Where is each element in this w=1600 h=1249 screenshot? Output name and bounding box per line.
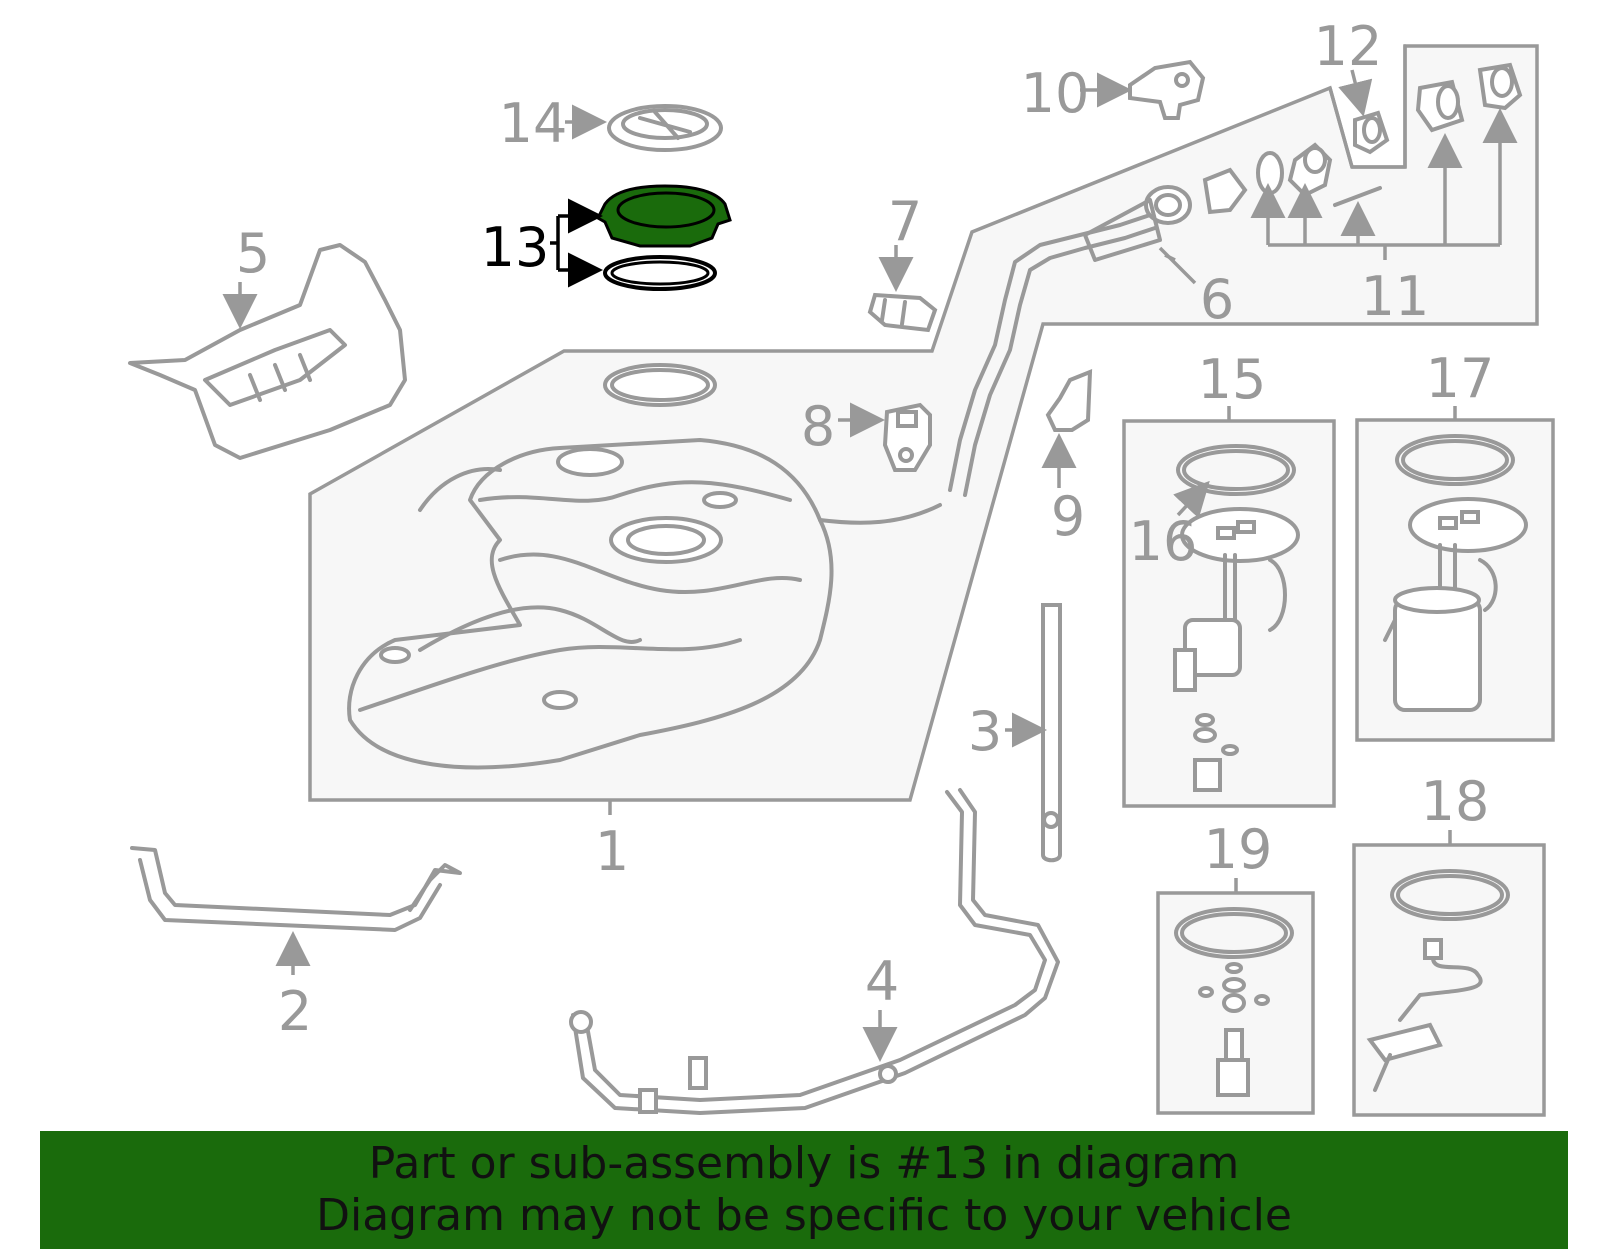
callout-5: 5 — [236, 222, 270, 285]
banner-line-2: Diagram may not be specific to your vehi… — [316, 1190, 1292, 1241]
fuel-line-part-4 — [569, 788, 1060, 1115]
callout-11: 11 — [1361, 265, 1430, 328]
callout-12: 12 — [1314, 15, 1383, 78]
filter-kit-part-19 — [1174, 907, 1294, 1097]
callout-3: 3 — [968, 700, 1002, 763]
clip-part-7 — [867, 292, 938, 333]
valve-part-10 — [1128, 59, 1206, 120]
gasket-part-13-highlight — [596, 184, 732, 291]
sensor-part-8 — [882, 402, 932, 472]
cap-part-12 — [1353, 110, 1390, 155]
callout-14: 14 — [499, 92, 568, 155]
fuel-pump-box-15 — [1122, 419, 1336, 808]
callout-4: 4 — [865, 950, 899, 1013]
fuel-tank-part-1 — [347, 363, 942, 770]
callout-19: 19 — [1204, 818, 1273, 881]
callout-10: 10 — [1021, 62, 1090, 125]
callout-17: 17 — [1426, 347, 1495, 410]
info-banner: Part or sub-assembly is #13 in diagram D… — [40, 1131, 1568, 1249]
leader-lines — [222, 69, 1518, 1062]
heat-shield-part-5 — [128, 243, 407, 460]
callout-labels: 1 2 3 4 5 6 7 8 9 10 11 12 14 15 16 17 1… — [236, 15, 1495, 1043]
banner-line-1: Part or sub-assembly is #13 in diagram — [368, 1138, 1240, 1189]
lock-ring-part-14 — [607, 104, 723, 152]
callout-15: 15 — [1198, 348, 1267, 411]
level-sender-part-18 — [1366, 869, 1510, 1092]
callout-1: 1 — [595, 820, 629, 883]
bracket-part-9 — [1045, 368, 1093, 432]
callout-18: 18 — [1421, 770, 1490, 833]
callout-7: 7 — [888, 190, 922, 253]
callout-16: 16 — [1129, 510, 1198, 573]
callout-2: 2 — [278, 980, 312, 1043]
fuel-pump-part-17 — [1383, 434, 1528, 712]
leader-13 — [550, 198, 603, 288]
cap-box-12-outline — [1328, 44, 1407, 169]
filler-parts-part-11 — [1202, 62, 1523, 215]
vent-tube-part-3 — [1041, 603, 1062, 863]
tank-strap-part-2 — [130, 846, 462, 932]
callout-13: 13 — [481, 216, 550, 279]
callout-6: 6 — [1200, 268, 1234, 331]
filler-neck-part-6 — [948, 185, 1192, 497]
callout-8: 8 — [801, 395, 835, 458]
callout-9: 9 — [1051, 485, 1085, 548]
fuel-pump-part-15 — [1173, 444, 1300, 792]
